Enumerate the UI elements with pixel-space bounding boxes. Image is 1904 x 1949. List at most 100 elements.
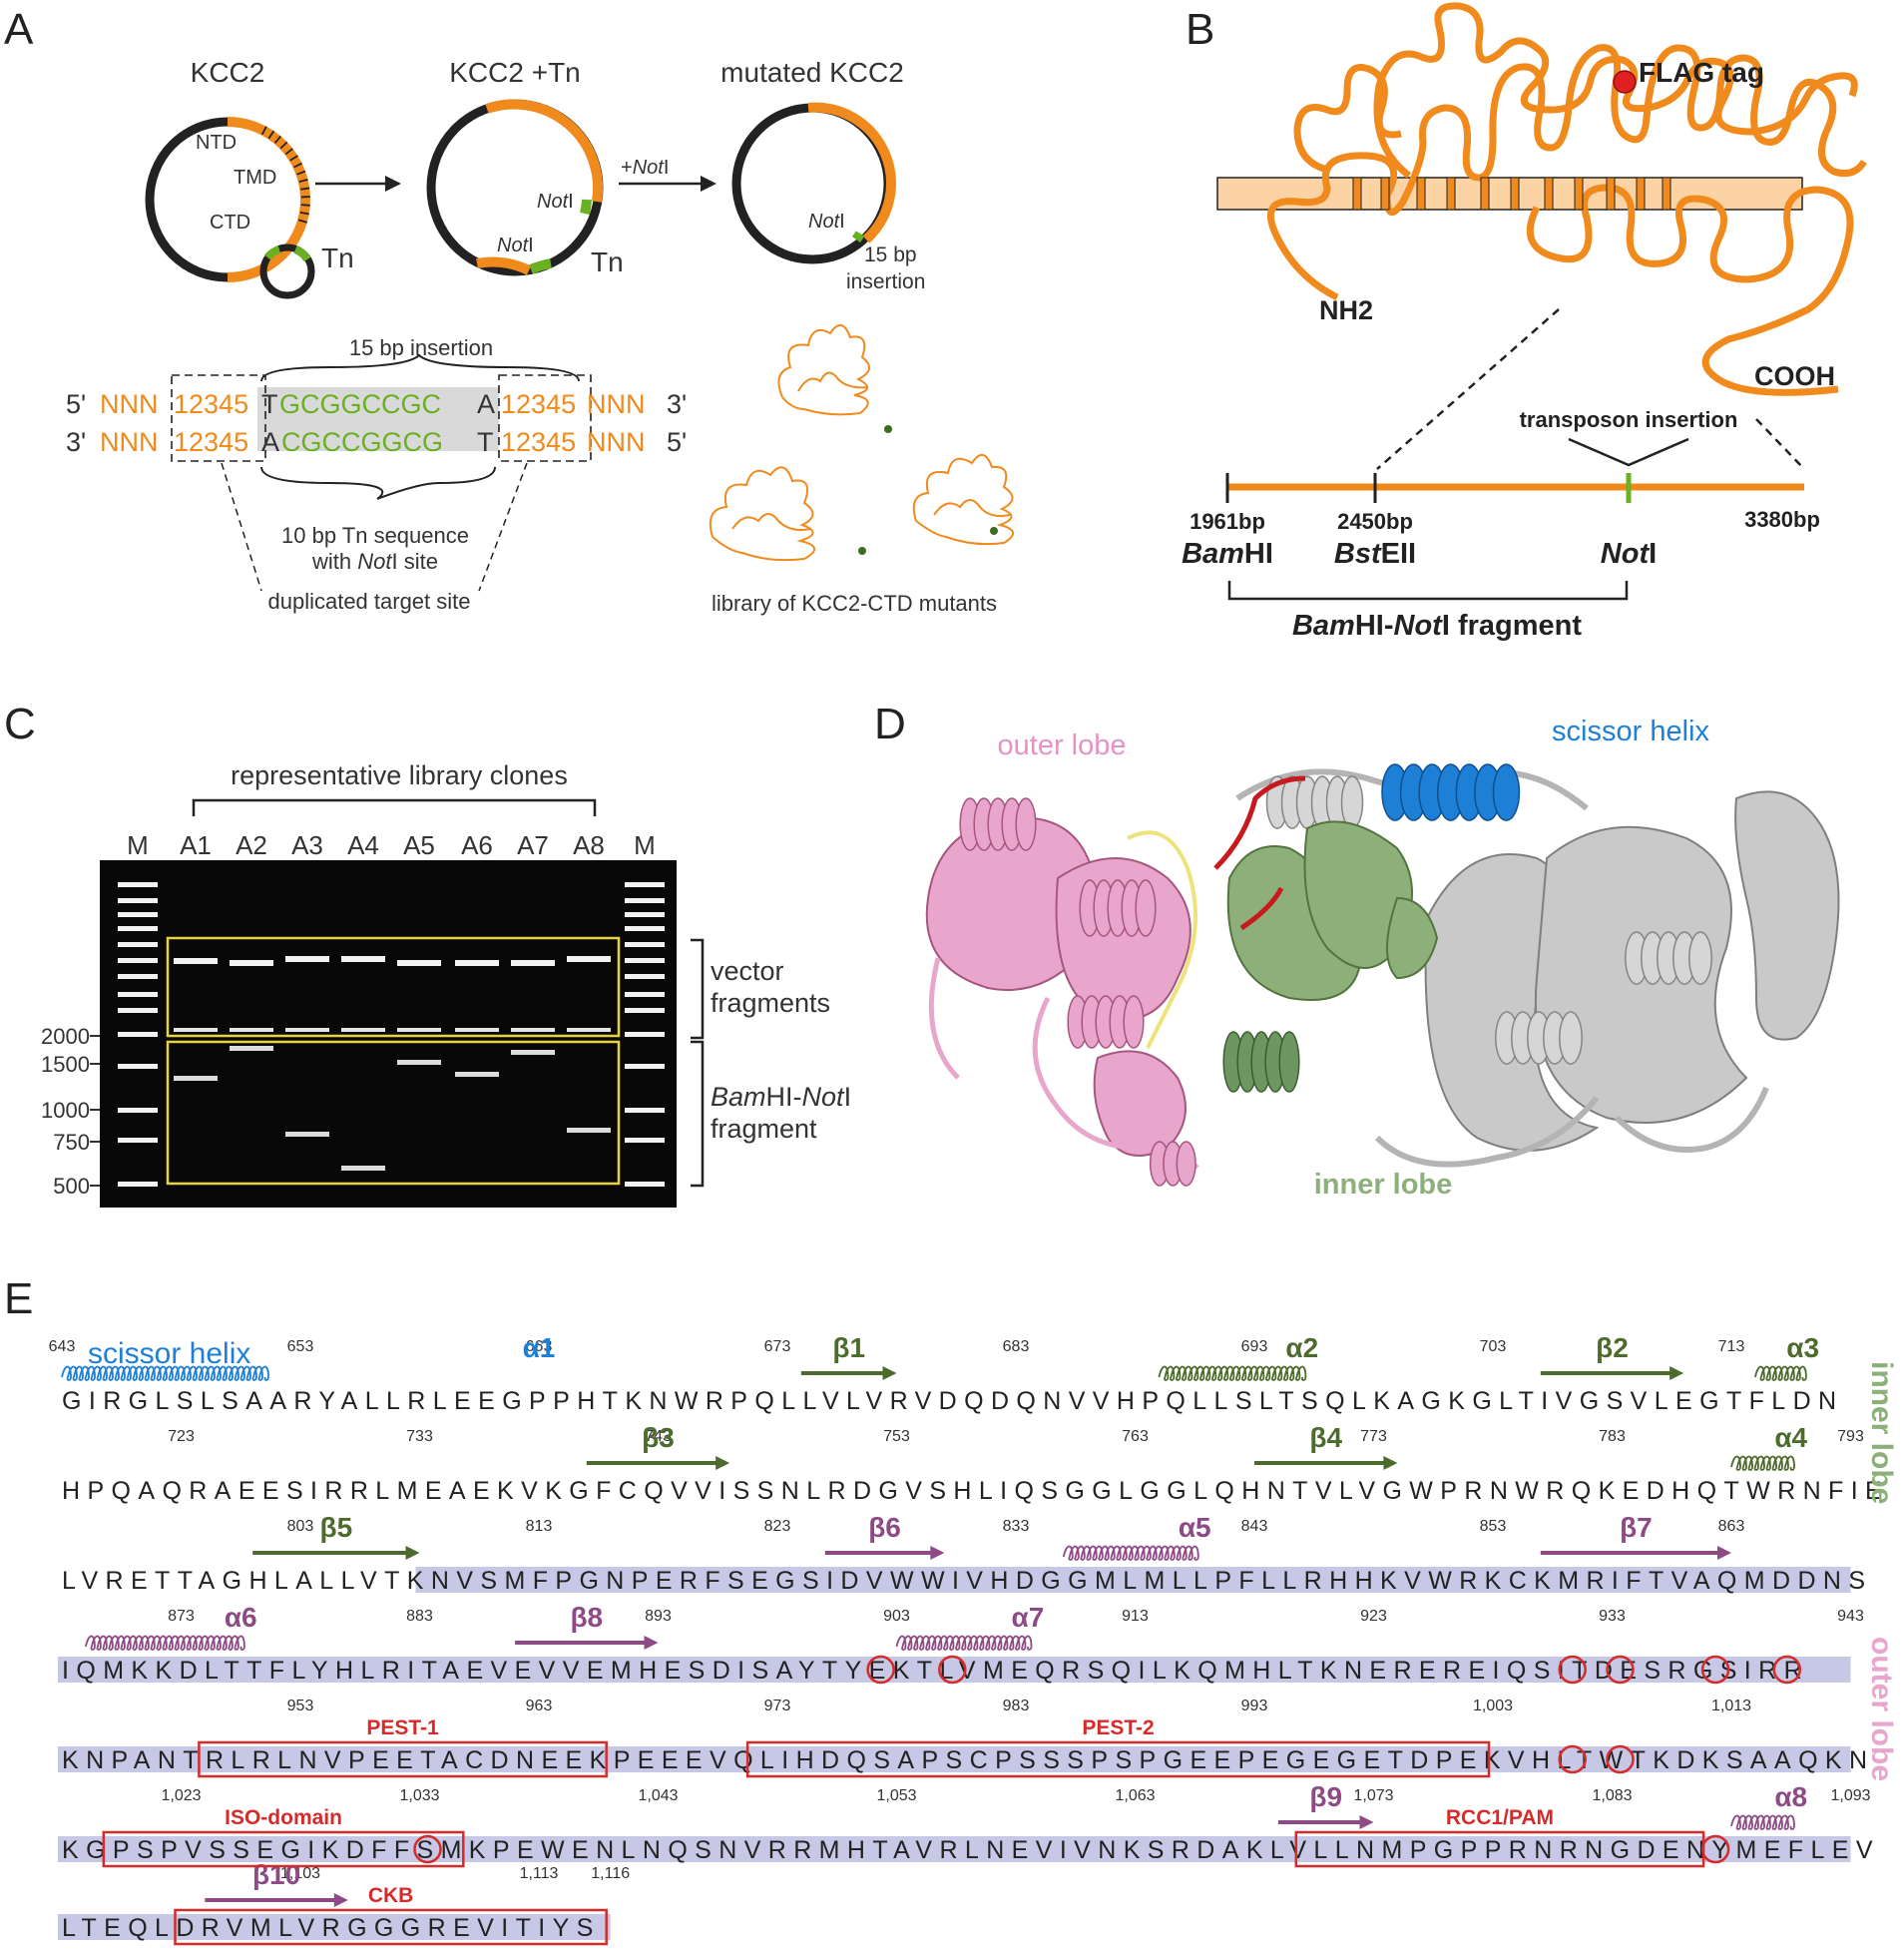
outer-lobe-label: outer lobe	[998, 730, 1127, 761]
residue-number: 873	[168, 1608, 195, 1625]
fragment-band	[455, 1072, 499, 1077]
ladder-band	[625, 1108, 665, 1113]
ladder-band	[625, 1138, 665, 1143]
ladder-band	[118, 912, 158, 917]
ladder-band	[118, 942, 158, 947]
beta-strand-arrow	[1383, 1456, 1398, 1470]
tm-segment	[1416, 177, 1426, 211]
ladder-band	[118, 1032, 158, 1037]
tm-segment	[1352, 177, 1362, 211]
phospho-site-circle	[938, 1655, 967, 1685]
residue-number: 1,053	[876, 1787, 916, 1804]
seq-bot-target-r: 12345	[501, 427, 576, 457]
tm-segment	[1480, 177, 1490, 211]
vector-band	[285, 956, 329, 962]
phospho-site-circle	[1606, 1655, 1635, 1685]
vector-band-low	[511, 1028, 555, 1032]
beta-strand-arrow	[1359, 1815, 1374, 1829]
helix-turn	[1688, 931, 1712, 985]
residue-number: 663	[526, 1338, 553, 1355]
tmd-tick	[289, 155, 298, 162]
sequence-row: HPQAQRAEESIRRLMEAEKVKGFCQVVISSNLRDGVSHLI…	[62, 1477, 1889, 1505]
ladder-band	[118, 1138, 158, 1143]
frag-label-1: BamHI-NotI	[711, 1082, 851, 1112]
helix-turn	[1123, 995, 1145, 1049]
library-proteins	[709, 324, 1014, 562]
flag-tag-dot	[1613, 70, 1637, 94]
residue-number: 733	[406, 1428, 433, 1445]
residue-number: 1,083	[1592, 1787, 1632, 1804]
motif-box	[174, 1908, 608, 1946]
ladder-band	[625, 1182, 665, 1187]
panel-letter-e: E	[4, 1274, 33, 1323]
residue-number: 913	[1122, 1608, 1149, 1625]
fragment-band	[174, 1076, 218, 1081]
lane-label: A6	[461, 830, 493, 860]
ss-label: α2	[1285, 1332, 1318, 1363]
lane-label: A2	[236, 830, 267, 860]
seq-bot-5: 5'	[667, 427, 687, 457]
noti-label-3: NotI	[808, 211, 845, 233]
tm-segment	[1380, 177, 1390, 211]
residue-number: 653	[287, 1338, 314, 1355]
vector-label-1: vector	[711, 956, 784, 986]
noti-label-1: NotI	[537, 191, 574, 213]
sequence-row: LTEQLDRVMLVRGGGREVITIYS	[62, 1914, 601, 1942]
ladder-band	[118, 1108, 158, 1113]
residue-number: 723	[168, 1428, 195, 1445]
residue-number: 643	[49, 1338, 76, 1355]
beta-strand-arrow	[405, 1546, 420, 1560]
helix-turn	[1492, 763, 1521, 821]
residue-number: 1,023	[161, 1787, 201, 1804]
beta-strand-arrow	[1669, 1366, 1684, 1380]
residue-number: 1,013	[1711, 1698, 1751, 1714]
residue-number: 1,063	[1115, 1787, 1155, 1804]
bp15-label: 15 bp	[864, 244, 917, 266]
beta-strand-arrow	[882, 1366, 897, 1380]
ss-label: β8	[570, 1602, 603, 1633]
beta-strand-arrow	[930, 1546, 945, 1560]
outer-lobe-shading	[415, 1567, 1851, 1593]
residue-number: 983	[1003, 1698, 1030, 1714]
alpha-helix-mark	[61, 1365, 269, 1381]
gel-image	[100, 860, 677, 1208]
helix-turn	[1135, 879, 1157, 937]
ladder-band	[625, 1064, 665, 1069]
phospho-site-circle	[1700, 1834, 1730, 1864]
tn-seq-line1: 10 bp Tn sequence	[281, 523, 469, 548]
tmd-tick	[297, 219, 308, 224]
fragment-band	[285, 1132, 329, 1137]
side-label-inner: inner lobe	[1865, 1361, 1898, 1504]
ss-label: α5	[1179, 1512, 1211, 1543]
panel-letter-c: C	[4, 700, 36, 748]
fragment-band	[341, 1166, 385, 1171]
tm-segment	[1574, 177, 1584, 211]
alpha-helix-mark	[85, 1635, 245, 1651]
ss-label: β10	[252, 1859, 300, 1890]
sequence-row: KNPANTRLRLNVPEETACDNEEKPEEEVQLIHDQSAPSCP…	[62, 1746, 1874, 1774]
panel-d: outer lobe scissor helix inner lobe	[925, 716, 1840, 1201]
panel-letter-b: B	[1186, 5, 1214, 54]
ladder-band	[118, 898, 158, 903]
residue-number: 1,003	[1473, 1698, 1513, 1714]
tm-segment	[1606, 177, 1616, 211]
vector-band	[455, 960, 499, 966]
ss-label: α7	[1012, 1602, 1045, 1633]
lane-label: A3	[291, 830, 323, 860]
residue-number: 1,103	[280, 1865, 320, 1882]
tmd-tick	[300, 187, 310, 191]
tmd-tick	[279, 141, 288, 150]
bamhi-label: BamHI	[1182, 538, 1273, 570]
motif-box	[198, 1740, 608, 1778]
beta-strand-arrow	[333, 1893, 348, 1907]
vector-label-2: fragments	[711, 988, 830, 1018]
alpha-helix-mark	[1158, 1365, 1307, 1381]
ss-label: α8	[1774, 1781, 1807, 1812]
residue-number: 703	[1480, 1338, 1507, 1355]
phospho-site-circle	[1700, 1655, 1730, 1685]
pos-1961: 1961bp	[1190, 509, 1265, 534]
outer-lobe-shading	[58, 1746, 1851, 1772]
scissor-helix-label: scissor helix	[1552, 716, 1709, 747]
ss-label: α1	[523, 1332, 556, 1363]
seq-top-a: A	[477, 389, 495, 419]
